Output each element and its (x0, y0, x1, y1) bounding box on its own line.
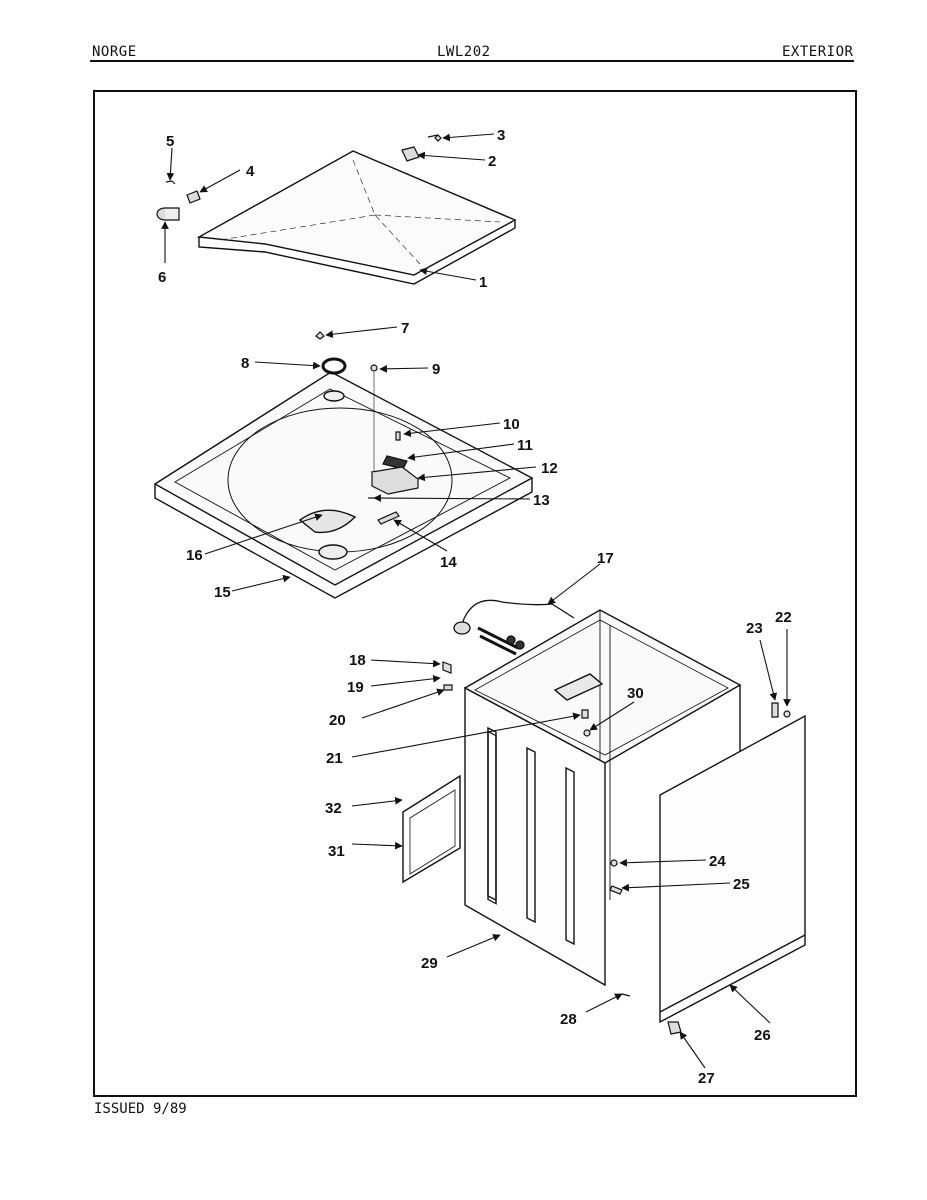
header-rule (90, 60, 854, 62)
callout-29: 29 (421, 955, 438, 972)
callout-20: 20 (329, 712, 346, 729)
callout-18: 18 (349, 652, 366, 669)
callout-25: 25 (733, 876, 750, 893)
callout-31: 31 (328, 843, 345, 860)
callout-28: 28 (560, 1011, 577, 1028)
callout-24: 24 (709, 853, 726, 870)
callout-labels: 1 2 3 4 5 6 7 8 9 10 11 12 13 14 15 16 1… (158, 127, 792, 1087)
callout-4: 4 (246, 163, 255, 180)
lid-part (196, 150, 517, 285)
callout-11: 11 (517, 437, 533, 454)
leader-lines (161, 133, 791, 1069)
top-panel (153, 371, 534, 599)
callout-21: 21 (326, 750, 343, 767)
callout-19: 19 (347, 679, 364, 696)
cabinet-body (402, 609, 806, 1024)
callout-27: 27 (698, 1070, 715, 1087)
callout-6: 6 (158, 269, 166, 286)
header-brand: NORGE (92, 44, 137, 60)
callout-30: 30 (627, 685, 644, 702)
callout-22: 22 (775, 609, 792, 626)
diagram-frame (93, 90, 857, 1097)
callout-12: 12 (541, 460, 558, 477)
header-model: LWL202 (437, 44, 491, 60)
issued-date: ISSUED 9/89 (94, 1101, 187, 1117)
gasket-ring (321, 357, 347, 375)
callout-26: 26 (754, 1027, 771, 1044)
callout-5: 5 (166, 133, 174, 150)
callout-1: 1 (479, 274, 487, 291)
callout-32: 32 (325, 800, 342, 817)
callout-15: 15 (214, 584, 231, 601)
callout-17: 17 (597, 550, 614, 567)
callout-14: 14 (440, 554, 457, 571)
switch-bracket (368, 364, 420, 525)
callout-23: 23 (746, 620, 763, 637)
callout-2: 2 (488, 153, 496, 170)
header-section: EXTERIOR (782, 44, 854, 60)
callout-3: 3 (497, 127, 505, 144)
power-cord (453, 599, 575, 656)
callout-16: 16 (186, 547, 203, 564)
callout-9: 9 (432, 361, 440, 378)
callout-13: 13 (533, 492, 550, 509)
callout-8: 8 (241, 355, 249, 372)
small-hardware (442, 661, 791, 1035)
callout-10: 10 (503, 416, 520, 433)
callout-7: 7 (401, 320, 409, 337)
